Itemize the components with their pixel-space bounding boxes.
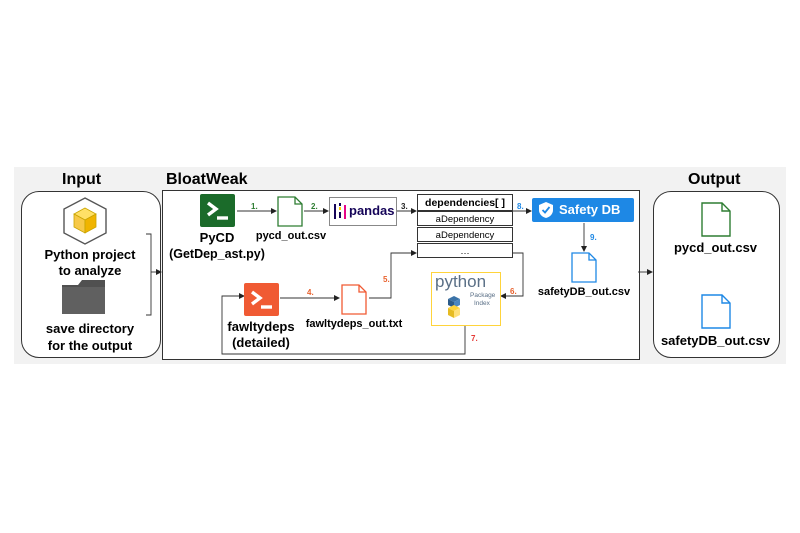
pycd-terminal-icon	[200, 194, 235, 227]
safety-db-label: Safety DB	[559, 202, 621, 217]
arrow-step-5	[369, 250, 417, 299]
dependency-row-2: aDependency	[417, 227, 513, 242]
fawltydeps-txt-label: fawltydeps_out.txt	[305, 318, 403, 330]
green-file-icon	[701, 202, 731, 237]
shield-icon	[539, 202, 553, 218]
input-panel-title: Input	[62, 171, 102, 188]
fawltydeps-terminal-icon	[244, 283, 279, 316]
pypi-box: python Package Index	[431, 272, 501, 326]
pycd-label: PyCD	[199, 230, 235, 245]
pypi-sub-package: Package	[470, 292, 496, 299]
input-project-label-line2: to analyze	[58, 263, 122, 278]
output-pycd-csv-label: pycd_out.csv	[673, 240, 758, 255]
output-panel-title: Output	[688, 171, 741, 188]
step-label-2: 2.	[311, 202, 318, 211]
fawltydeps-label: fawltydeps	[227, 319, 295, 334]
pandas-box: pandas	[329, 197, 397, 226]
bloatweak-panel-title: BloatWeak	[166, 171, 248, 188]
input-save-label-line2: for the output	[47, 338, 133, 353]
arrow-step-7	[221, 293, 466, 355]
pandas-logo-icon	[334, 203, 346, 219]
step-label-5: 5.	[383, 275, 390, 284]
fawltydeps-sublabel: (detailed)	[232, 335, 290, 350]
dependency-row-1: aDependency	[417, 211, 513, 226]
pycd-csv-file-icon	[277, 196, 303, 227]
blue-file-icon	[701, 294, 731, 329]
safetydb-csv-file-icon	[571, 252, 597, 283]
step-label-3: 3.	[401, 202, 408, 211]
input-save-label-line1: save directory	[45, 321, 135, 336]
safety-db-box: Safety DB	[532, 198, 634, 222]
dependency-row-3: …	[417, 243, 513, 258]
pycd-csv-label: pycd_out.csv	[255, 230, 327, 242]
step-label-8: 8.	[517, 202, 524, 211]
folder-icon	[62, 280, 105, 314]
step-label-6: 6.	[510, 287, 517, 296]
pycd-sublabel: (GetDep_ast.py)	[169, 247, 265, 261]
pypi-sub-index: Index	[474, 300, 490, 307]
step-label-9: 9.	[590, 233, 597, 242]
output-safetydb-csv-label: safetyDB_out.csv	[660, 333, 771, 348]
fawltydeps-txt-file-icon	[341, 284, 367, 315]
step-label-4: 4.	[307, 288, 314, 297]
dependencies-header: dependencies[ ]	[417, 194, 513, 211]
step-label-1: 1.	[251, 202, 258, 211]
arrow-step-6	[500, 252, 524, 299]
input-bracket	[146, 233, 152, 316]
input-project-label-line1: Python project	[44, 247, 136, 262]
step-label-7: 7.	[471, 334, 478, 343]
pandas-label: pandas	[349, 203, 395, 218]
yellow-cube-icon	[63, 197, 107, 245]
pypi-word: python	[435, 272, 487, 291]
safetydb-csv-label: safetyDB_out.csv	[537, 286, 631, 298]
python-cubes-icon	[448, 296, 460, 318]
